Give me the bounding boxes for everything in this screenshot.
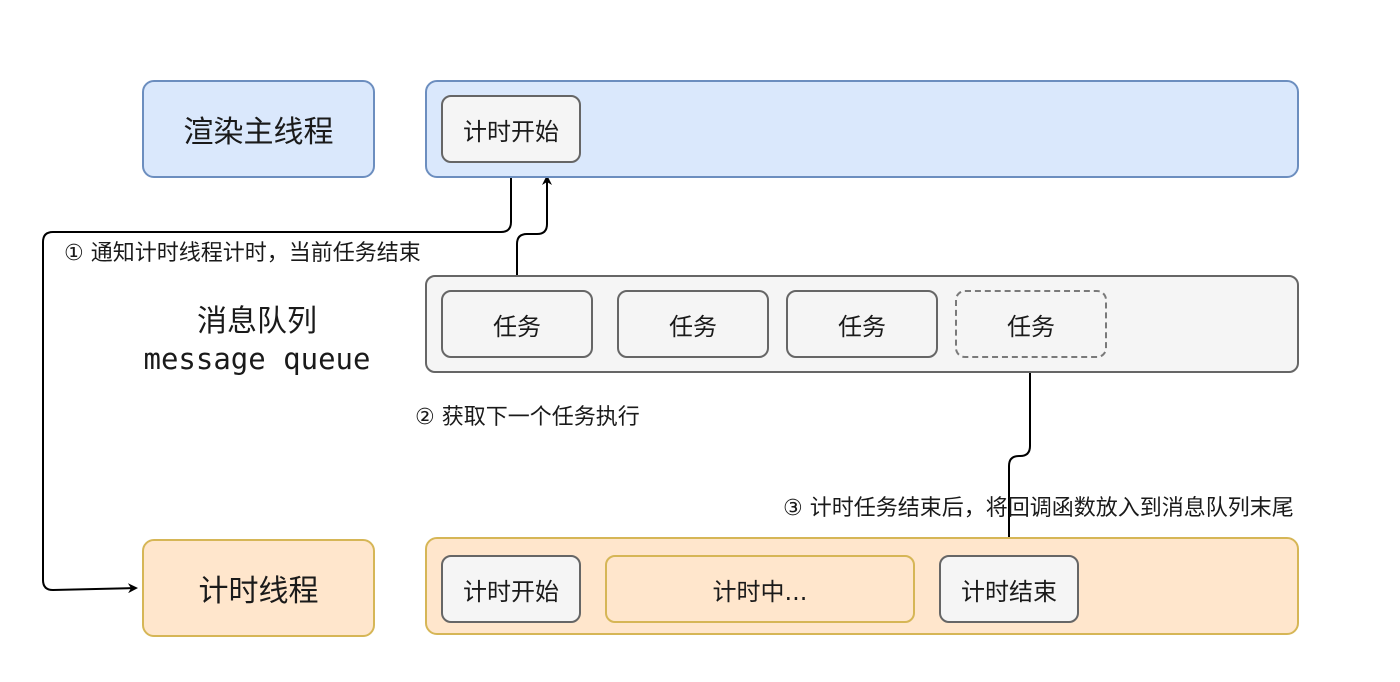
queue-task-1: 任务 <box>441 290 593 358</box>
timer-start-block: 计时开始 <box>441 555 581 623</box>
timer-end-block: 计时结束 <box>939 555 1079 623</box>
queue-task-1-text: 任务 <box>493 312 541 341</box>
render-timer-start-text: 计时开始 <box>463 117 559 146</box>
render-main-thread-label: 渲染主线程 <box>142 80 375 178</box>
arrow-fetch-next-task <box>516 175 552 290</box>
timer-end-text: 计时结束 <box>961 577 1057 606</box>
timing-text: 计时中... <box>712 577 808 606</box>
timer-thread-text: 计时线程 <box>198 574 319 609</box>
timer-thread-label: 计时线程 <box>142 539 375 637</box>
queue-task-2: 任务 <box>617 290 769 358</box>
queue-task-2-text: 任务 <box>669 312 717 341</box>
render-main-thread-text: 渲染主线程 <box>183 115 334 150</box>
message-queue-title-cn: 消息队列 <box>197 304 317 339</box>
render-timer-start-block: 计时开始 <box>441 95 581 163</box>
timing-block: 计时中... <box>605 555 915 623</box>
queue-task-3-text: 任务 <box>838 312 886 341</box>
step3-annotation: ③ 计时任务结束后，将回调函数放入到消息队列末尾 <box>783 496 1294 521</box>
timer-start-text: 计时开始 <box>463 577 559 606</box>
arrow-notify-timer-thread <box>42 163 512 594</box>
step2-annotation: ② 获取下一个任务执行 <box>415 405 640 430</box>
queue-task-3: 任务 <box>786 290 938 358</box>
queue-task-4-pending: 任务 <box>955 290 1107 358</box>
message-queue-label: 消息队列 message queue <box>122 296 392 376</box>
queue-task-4-text: 任务 <box>1007 312 1055 341</box>
message-queue-title-en: message queue <box>143 342 371 376</box>
step1-annotation: ① 通知计时线程计时，当前任务结束 <box>64 241 421 266</box>
arrow-callback-to-queue <box>1008 361 1035 555</box>
